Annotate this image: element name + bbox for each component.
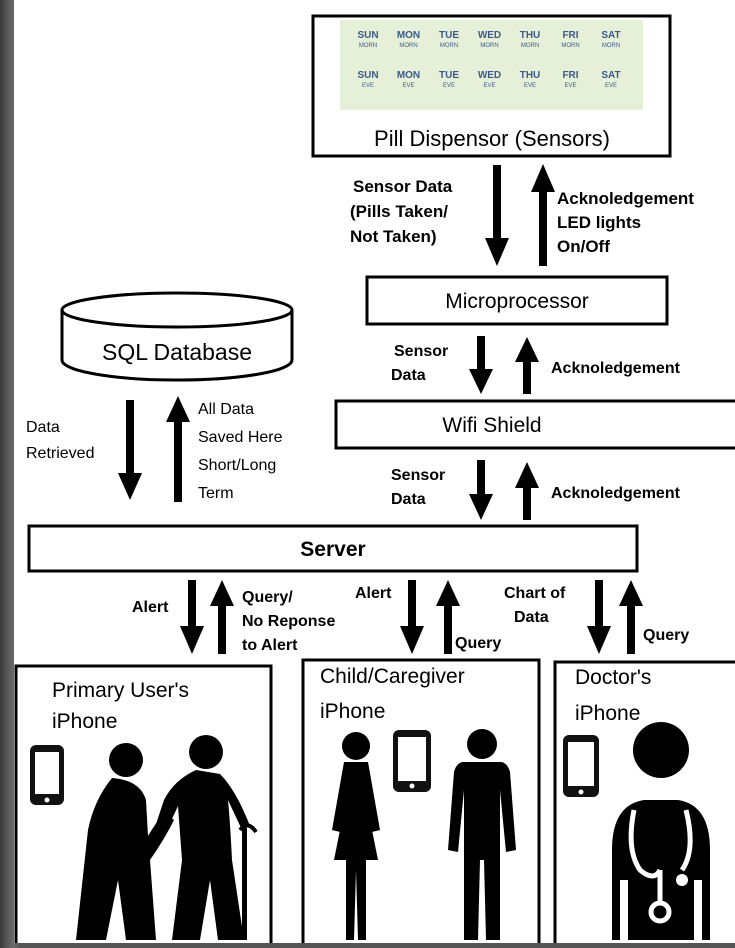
pill-slot-time: MORN	[561, 43, 579, 49]
pill-slot-day: SUN	[357, 70, 378, 81]
microprocessor-box	[365, 275, 669, 326]
doctor-icon	[612, 722, 710, 940]
pill-slot-time: MORN	[359, 43, 377, 49]
pill-slot-day: MON	[397, 30, 420, 41]
sql-database-cylinder	[60, 291, 294, 382]
label-ack-2: Acknoledgement	[551, 485, 681, 502]
pill-slot-day: TUE	[439, 30, 459, 41]
label-sensor-data-1: Sensor Data	[391, 343, 453, 384]
label-chart-of-data: Chart of Data	[504, 585, 570, 626]
sql-database-label: SQL Database	[102, 339, 252, 365]
arrow-up-ack-2	[515, 462, 539, 520]
arrow-down-alert-1	[180, 580, 204, 654]
label-query-1: Query	[455, 635, 501, 652]
wifi-shield-box	[334, 399, 735, 450]
microprocessor-label: Microprocessor	[445, 290, 589, 313]
doctor-label: Doctor's iPhone	[575, 666, 657, 725]
pill-slot-day: SUN	[357, 30, 378, 41]
label-sensor-data-pills: Sensor Data (Pills Taken/ Not Taken)	[350, 177, 457, 246]
caregiver-label: Child/Caregiver iPhone	[320, 665, 471, 723]
arrow-down-alert-2	[400, 580, 424, 654]
pill-slot-day: FRI	[562, 30, 578, 41]
pill-slot-day: FRI	[562, 70, 578, 81]
label-query-2: Query	[643, 627, 689, 644]
pill-slot-day: SAT	[601, 70, 620, 81]
arrow-up-query-1	[436, 580, 460, 654]
pill-slot-time: EVE	[402, 83, 414, 89]
pill-slot-time: EVE	[443, 83, 455, 89]
primary-user-label: Primary User's iPhone	[52, 679, 195, 733]
diagram-panel: SUN MORN MON MORN TUE MORN WED MORN THU MORN FRI MO…	[14, 0, 735, 948]
pill-slot-day: WED	[478, 30, 501, 41]
phone-icon	[30, 745, 64, 805]
pill-slot-time: EVE	[605, 83, 617, 89]
label-ack-led: Acknoledgement LED lights On/Off	[557, 189, 699, 256]
pill-slot-day: TUE	[439, 70, 459, 81]
pill-slot-time: MORN	[399, 43, 417, 49]
arrow-down-data-retrieved	[118, 400, 142, 500]
phone-icon	[393, 730, 431, 792]
pill-slot-time: EVE	[362, 83, 374, 89]
pill-slot-day: THU	[520, 70, 541, 81]
label-ack-1: Acknoledgement	[551, 360, 681, 377]
arrow-down-sensor-data-pills	[485, 165, 509, 266]
server-box	[27, 524, 639, 573]
label-all-data-saved: All Data Saved Here Short/Long Term	[198, 401, 287, 502]
elderly-couple-icon	[76, 735, 258, 940]
pill-slot-time: MORN	[521, 43, 539, 49]
arrow-up-query-2	[619, 580, 643, 654]
arrow-down-sensor-data-2	[469, 460, 493, 520]
wifi-shield-label: Wifi Shield	[442, 414, 541, 437]
arrow-up-all-data-saved	[166, 396, 190, 502]
server-label: Server	[300, 538, 365, 561]
diagram-canvas: SUN MORN MON MORN TUE MORN WED MORN THU MORN FRI MO…	[14, 14, 735, 948]
label-data-retrieved: Data Retrieved	[26, 419, 94, 462]
pill-slot-time: MORN	[602, 43, 620, 49]
pill-slot-time: EVE	[483, 83, 495, 89]
arrow-up-ack-led	[531, 164, 555, 266]
pill-slot-day: THU	[520, 30, 541, 41]
arrow-down-sensor-data-1	[469, 336, 493, 394]
pill-dispenser-image	[340, 20, 643, 110]
man-icon	[448, 729, 516, 940]
label-alert-2: Alert	[355, 585, 392, 602]
label-alert-1: Alert	[132, 599, 169, 616]
woman-icon	[332, 732, 380, 940]
pill-slot-time: EVE	[564, 83, 576, 89]
label-sensor-data-2: Sensor Data	[391, 467, 450, 508]
pill-slot-time: EVE	[524, 83, 536, 89]
arrow-up-ack-1	[515, 337, 539, 394]
pill-slot-time: MORN	[480, 43, 498, 49]
arrow-down-chart-of-data	[587, 580, 611, 654]
arrow-up-query-no-response	[210, 580, 234, 654]
pill-slot-time: MORN	[440, 43, 458, 49]
pill-slot-day: SAT	[601, 30, 620, 41]
phone-icon	[563, 735, 599, 797]
pill-slot-day: MON	[397, 70, 420, 81]
pill-slot-grid: SUN MORN MON MORN TUE MORN WED MORN THU MORN FRI MO…	[357, 30, 620, 89]
pill-slot-day: WED	[478, 70, 501, 81]
label-query-no-response: Query/ No Reponse to Alert	[242, 589, 340, 654]
pill-dispenser-title: Pill Dispensor (Sensors)	[374, 126, 610, 151]
